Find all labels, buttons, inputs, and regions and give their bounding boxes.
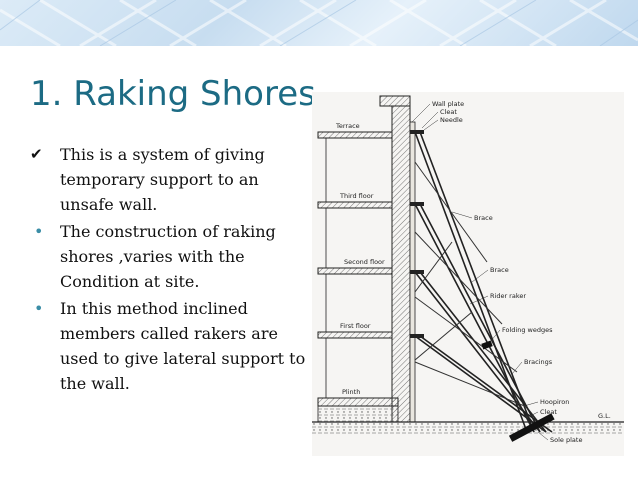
bullet-item: • The construction of raking shores ,var… — [30, 219, 310, 294]
folding-wedges-block — [481, 340, 493, 350]
needles — [410, 130, 424, 338]
braces — [414, 161, 528, 408]
label-gl: G.L. — [598, 412, 611, 420]
parapet — [379, 95, 411, 107]
label-bracings: Bracings — [524, 358, 553, 366]
wall — [391, 105, 411, 423]
label-brace-2: Brace — [490, 266, 509, 274]
label-cleat-top: Cleat — [440, 108, 457, 116]
floor-slabs — [317, 131, 399, 407]
plinth-block — [317, 405, 399, 423]
label-folding-wedges: Folding wedges — [502, 326, 553, 334]
label-third-floor: Third floor — [339, 192, 374, 200]
label-second-floor: Second floor — [344, 258, 385, 266]
bullet-item: ✔ This is a system of giving temporary s… — [30, 142, 310, 217]
label-first-floor: First floor — [340, 322, 371, 330]
header-pattern — [0, 0, 638, 46]
slide-title: 1. Raking Shores — [30, 74, 316, 114]
label-sole-plate: Sole plate — [550, 436, 582, 444]
label-plinth: Plinth — [342, 388, 360, 396]
label-terrace: Terrace — [335, 122, 360, 130]
dot-bullet-icon: • — [34, 222, 44, 241]
leader-lines — [411, 103, 549, 441]
raking-shores-diagram: Wall plate Cleat Needle Terrace Third fl… — [312, 92, 624, 456]
bullet-item: • In this method inclined members called… — [30, 296, 310, 396]
bullet-text: In this method inclined members called r… — [60, 299, 306, 393]
sole-plate-block — [508, 413, 555, 442]
label-hoopiron: Hoopiron — [540, 398, 569, 406]
label-cleat-bottom: Cleat — [540, 408, 557, 416]
bullet-text: This is a system of giving temporary sup… — [60, 145, 265, 214]
bullet-list: ✔ This is a system of giving temporary s… — [30, 142, 310, 398]
diagram-labels: Wall plate Cleat Needle Terrace Third fl… — [335, 100, 611, 444]
label-rider-raker: Rider raker — [490, 292, 526, 300]
header-decoration — [0, 0, 638, 46]
label-needle: Needle — [440, 116, 463, 124]
label-wall-plate: Wall plate — [432, 100, 464, 108]
ground — [312, 422, 624, 434]
bullet-text: The construction of raking shores ,varie… — [60, 222, 276, 291]
diagram-drawing: Wall plate Cleat Needle Terrace Third fl… — [312, 95, 624, 444]
label-brace-1: Brace — [474, 214, 493, 222]
rakers — [414, 131, 553, 433]
dot-bullet-icon: • — [34, 299, 44, 318]
checkmark-bullet-icon: ✔ — [30, 145, 43, 163]
